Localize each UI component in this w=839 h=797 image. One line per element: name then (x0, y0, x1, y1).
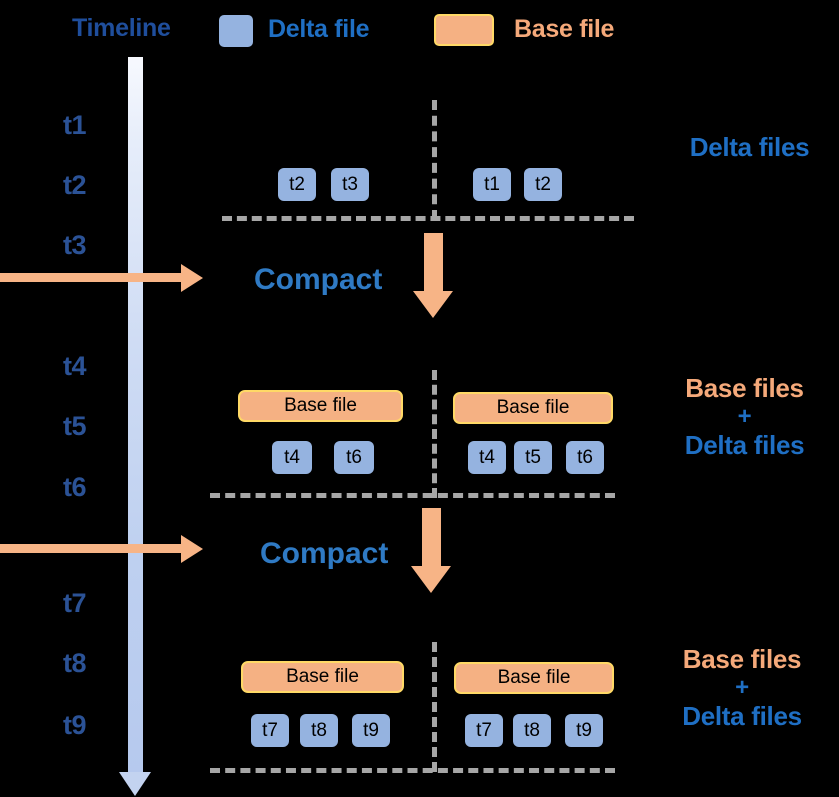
section-2-stage-label-plus: + (737, 403, 752, 430)
delta-chip: t4 (272, 441, 312, 474)
delta-chip: t8 (513, 714, 551, 747)
legend-base-swatch (434, 14, 494, 46)
timeline-arrow-icon (119, 772, 151, 796)
timeline-tick-t7: t7 (63, 588, 87, 618)
base-file-box: Base file (241, 661, 404, 693)
timeline-tick-t4: t4 (63, 351, 87, 381)
section-2-bottom-divider (210, 493, 615, 498)
delta-chip: t6 (334, 441, 374, 474)
compact-step-2-arrow-head (411, 566, 451, 593)
timeline-tick-t9: t9 (63, 710, 87, 740)
compact-trigger-arrow-1-head (181, 264, 203, 292)
compact-trigger-arrow-1-shaft (0, 273, 185, 282)
base-file-box: Base file (238, 390, 403, 422)
delta-chip: t3 (331, 168, 369, 201)
timeline-tick-t1: t1 (63, 110, 87, 140)
timeline-tick-t6: t6 (63, 472, 87, 502)
delta-chip: t8 (300, 714, 338, 747)
section-3-bottom-divider (210, 768, 615, 773)
delta-chip: t9 (565, 714, 603, 747)
delta-chip: t4 (468, 441, 506, 474)
section-1-stage-label: Delta files (660, 132, 839, 163)
section-1-stage-label-line-1: Delta files (689, 132, 810, 162)
base-file-box: Base file (454, 662, 614, 694)
timeline-tick-t3: t3 (63, 230, 87, 260)
compact-step-1-label: Compact (254, 263, 383, 296)
delta-chip: t2 (278, 168, 316, 201)
delta-chip: t7 (251, 714, 289, 747)
section-1-bottom-divider (222, 216, 634, 221)
section-2-stage-label-line-3: Delta files (684, 430, 805, 460)
legend-delta-swatch (219, 15, 253, 47)
section-3-stage-label-plus: + (735, 674, 749, 701)
compact-trigger-arrow-2-shaft (0, 544, 185, 553)
section-2-stage-label: Base files + Delta files (650, 373, 839, 461)
timeline-axis-bar (128, 57, 143, 775)
section-3-stage-label-line-1: Base files (682, 644, 802, 674)
section-2-stage-label-line-1: Base files (685, 373, 804, 403)
timeline-tick-t5: t5 (63, 411, 87, 441)
section-3-stage-label-line-3: Delta files (682, 701, 802, 731)
legend-timeline-label: Timeline (72, 14, 171, 42)
section-1-vertical-divider (432, 100, 437, 220)
timeline-tick-t2: t2 (63, 170, 87, 200)
compact-step-1-arrow-head (413, 291, 453, 318)
delta-chip: t2 (524, 168, 562, 201)
legend-delta-label: Delta file (268, 15, 370, 43)
section-3-stage-label: Base files + Delta files (645, 644, 839, 732)
delta-chip: t5 (514, 441, 552, 474)
compact-step-2-label: Compact (260, 537, 389, 570)
delta-chip: t9 (352, 714, 390, 747)
compact-step-1-arrow-shaft (424, 233, 443, 295)
section-2-vertical-divider (432, 370, 437, 498)
timeline-tick-t8: t8 (63, 648, 87, 678)
delta-chip: t1 (473, 168, 511, 201)
compact-step-2-arrow-shaft (422, 508, 441, 570)
base-file-box: Base file (453, 392, 613, 424)
delta-chip: t7 (465, 714, 503, 747)
compact-trigger-arrow-2-head (181, 535, 203, 563)
section-3-vertical-divider (432, 642, 437, 772)
delta-chip: t6 (566, 441, 604, 474)
legend-base-label: Base file (514, 15, 615, 43)
